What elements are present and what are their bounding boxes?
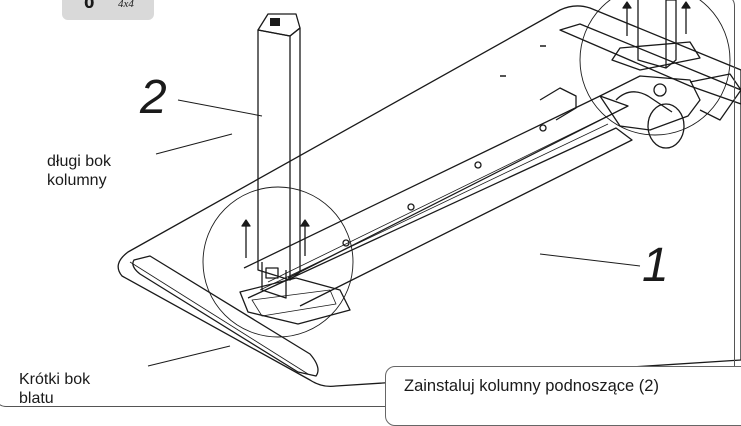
label-short-side-line2: blatu [19,390,54,407]
screw-set-near [241,219,310,258]
screw-glyph: 0 [84,0,95,12]
leader-short-side [147,345,231,367]
label-long-side-line1: długi bok [47,153,112,170]
column-base-plate [239,277,351,325]
assembly-illustration [117,0,741,388]
desktop-outline [117,5,741,388]
frame-bracket [539,87,577,121]
screw-set-far [622,1,691,36]
frame-rail-bottom [247,127,633,307]
far-column [611,0,701,71]
column-top [257,13,301,37]
callout-number-desk: 1 [642,239,669,292]
desktop-inner-edge [129,261,309,375]
frame-rail-mid [267,113,613,283]
frame-rail-top [243,95,629,279]
leader-desk [539,253,641,267]
screw-size-badge: 0 4x4 [62,0,154,20]
leader-long-side [155,133,233,155]
detail-circle-far [579,0,731,136]
detail-circle-near [202,186,354,338]
callout-number-column: 2 [140,71,167,124]
leader-column [177,99,263,117]
instruction-text: Zainstaluj kolumny podnoszące (2) [404,377,659,395]
foot-near [132,255,319,377]
diagram-border [0,0,735,407]
frame-rail-inner [259,123,609,291]
motor-assembly [599,73,741,149]
label-long-side: długi bok kolumny [47,152,111,190]
label-long-side-line2: kolumny [47,172,107,189]
label-short-side-line1: Krótki bok [19,371,91,388]
lifting-column [257,13,301,299]
label-short-side: Krótki bok blatu [19,370,90,408]
foot-far [559,23,741,105]
screw-size-text: 4x4 [118,0,134,10]
instruction-box: Zainstaluj kolumny podnoszące (2) [385,366,741,426]
